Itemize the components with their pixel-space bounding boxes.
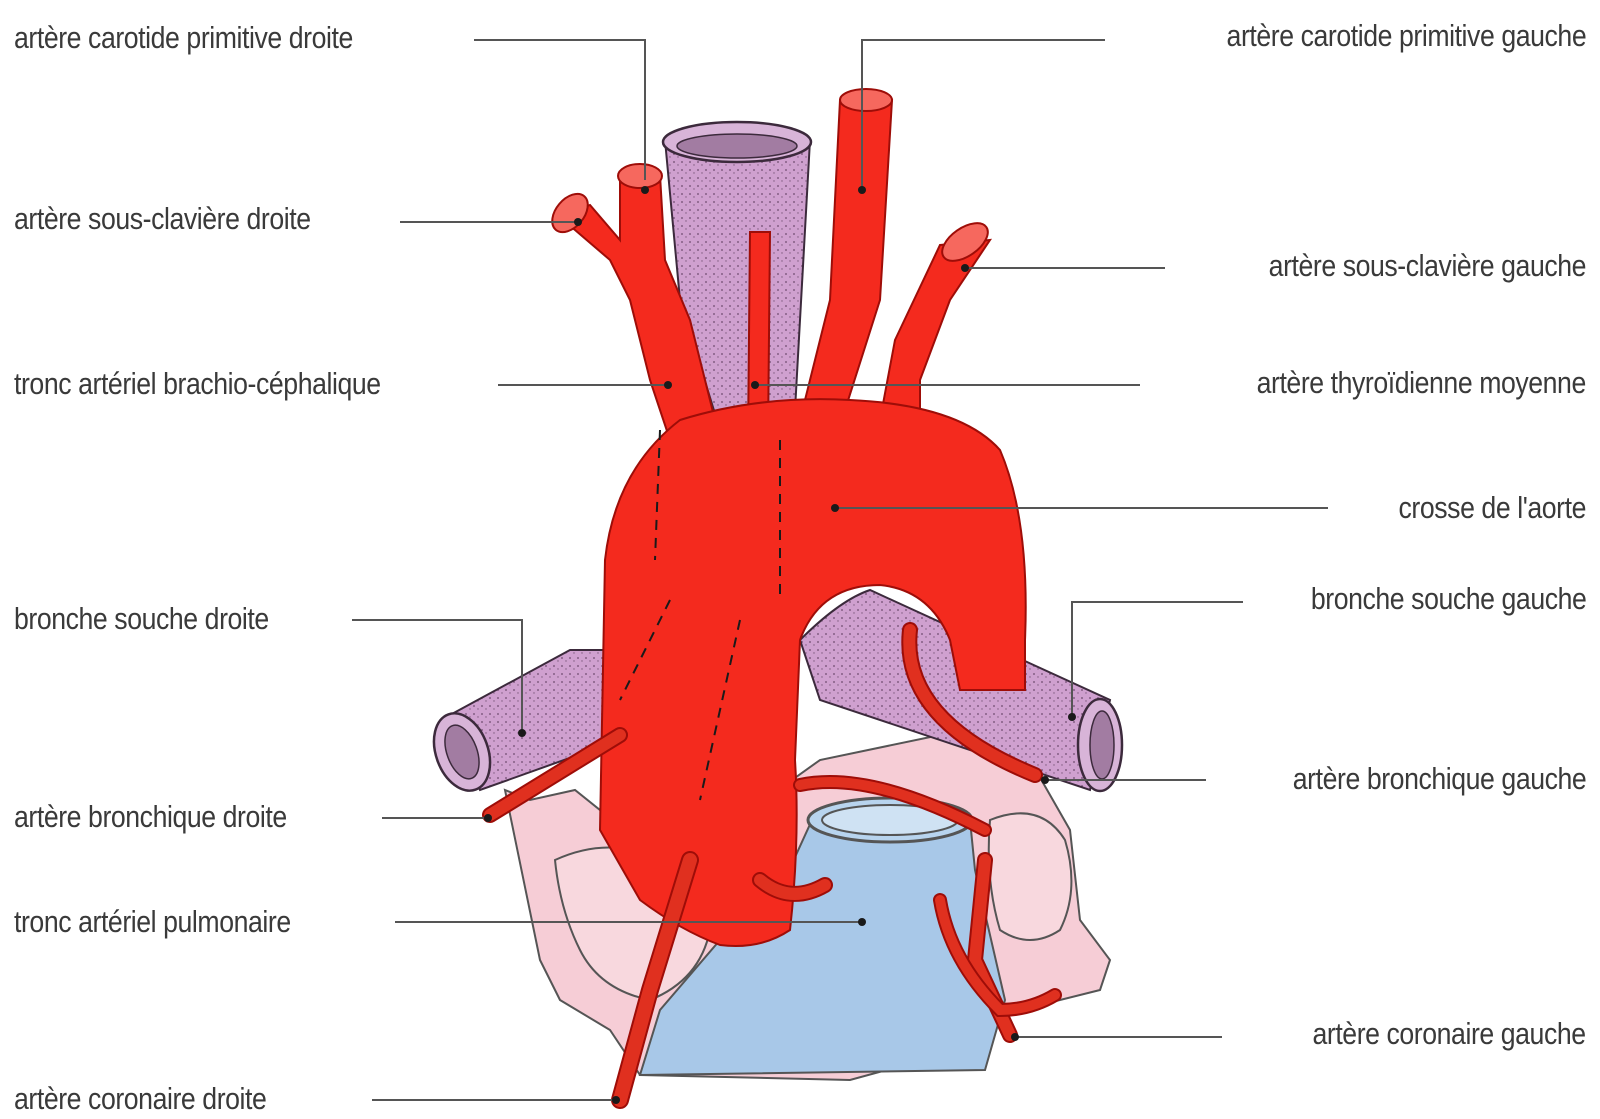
- label-left-subclavian: artère sous-clavière gauche: [1269, 247, 1586, 285]
- label-aortic-arch: crosse de l'aorte: [1399, 489, 1586, 527]
- label-brachiocephalic-trunk: tronc artériel brachio-céphalique: [14, 365, 381, 403]
- label-left-bronchial-artery: artère bronchique gauche: [1292, 760, 1586, 798]
- label-pulmonary-trunk: tronc artériel pulmonaire: [14, 903, 291, 941]
- label-right-coronary-artery: artère coronaire droite: [14, 1080, 266, 1118]
- label-middle-thyroid-artery: artère thyroïdienne moyenne: [1257, 364, 1586, 402]
- label-left-main-bronchus: bronche souche gauche: [1310, 580, 1586, 618]
- label-right-subclavian: artère sous-clavière droite: [14, 200, 311, 238]
- label-left-common-carotid: artère carotide primitive gauche: [1226, 17, 1586, 55]
- left-common-carotid-shape: [800, 100, 892, 420]
- label-right-bronchial-artery: artère bronchique droite: [14, 798, 287, 836]
- label-left-coronary-artery: artère coronaire gauche: [1313, 1015, 1586, 1053]
- label-right-common-carotid: artère carotide primitive droite: [14, 19, 353, 57]
- label-right-main-bronchus: bronche souche droite: [14, 600, 269, 638]
